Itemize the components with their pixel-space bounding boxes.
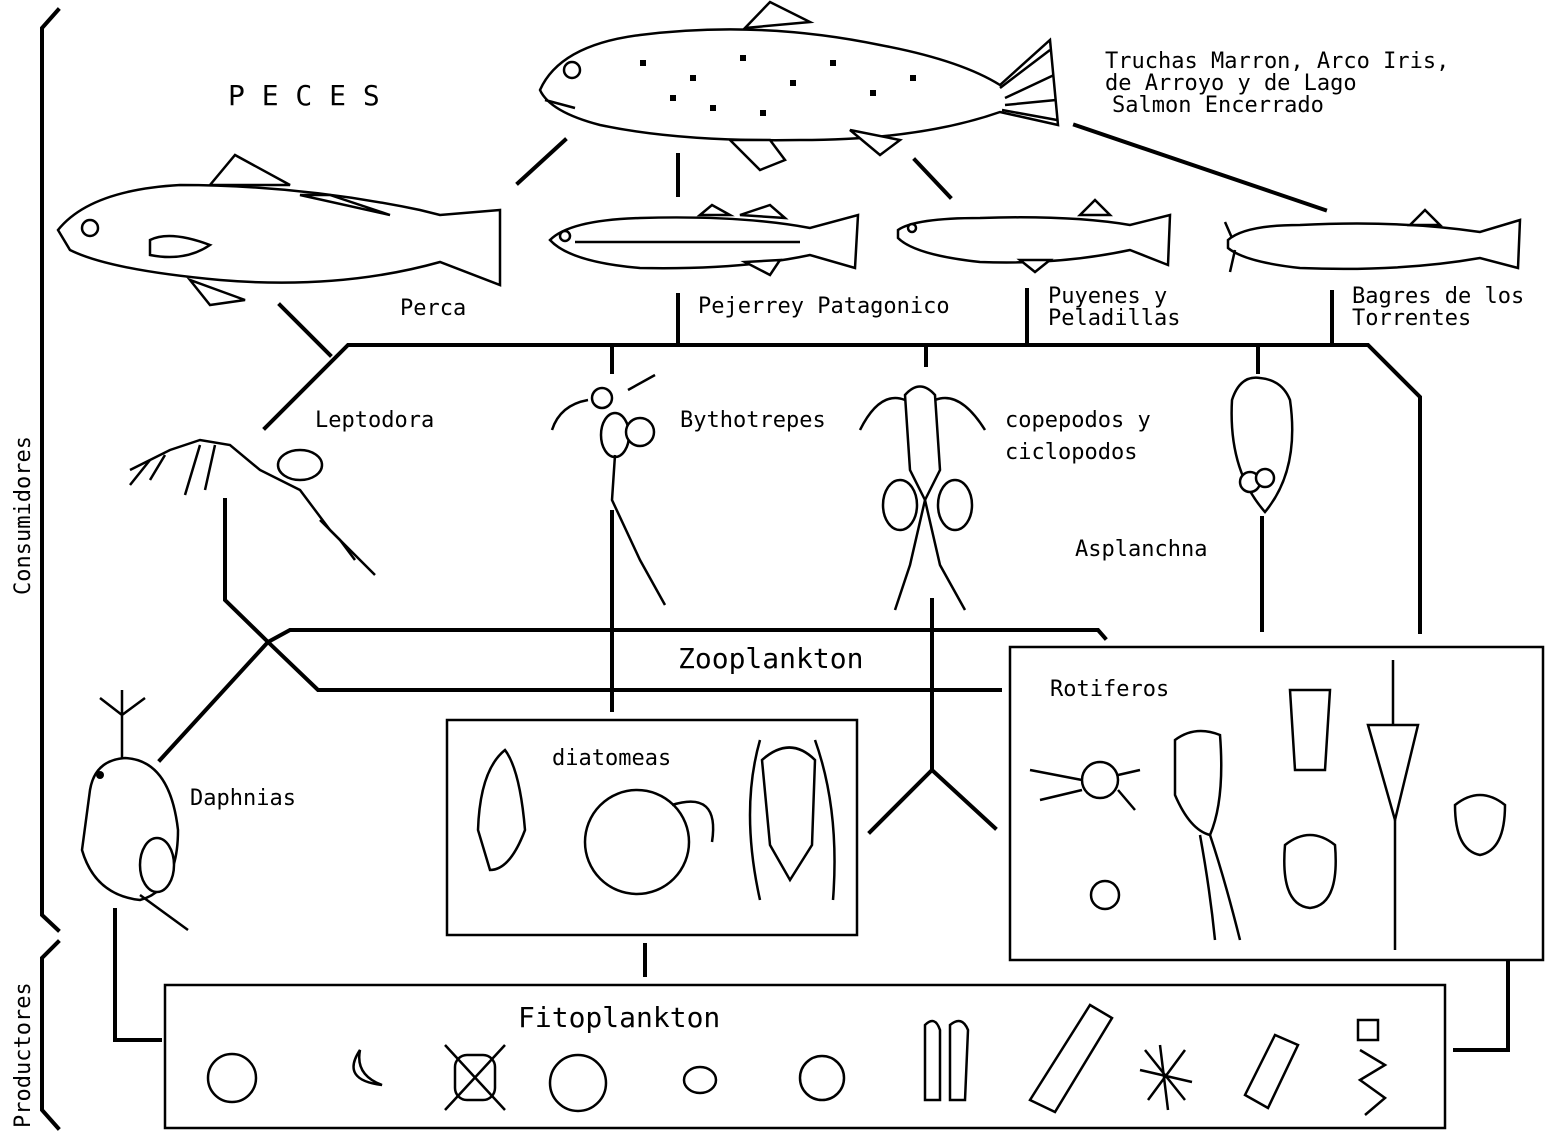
producers-label: Productores [11,982,36,1128]
rotifers-label: Rotiferos [1050,677,1169,702]
copepods-label-line2: ciclopodos [1005,440,1137,465]
zooplankton-title: Zooplankton [678,642,863,675]
catfish-illustration [1225,210,1520,272]
silverside-illustration [550,205,858,275]
copepods-label-line1: copepodos y [1005,408,1151,433]
perch-label: Perca [400,296,466,321]
bythotrephes-illustration [552,375,665,605]
top-predator-label-line3: Salmon Encerrado [1112,93,1324,118]
leptodora-label: Leptodora [315,408,434,433]
leptodora-illustration [130,440,375,575]
silverside-label: Pejerrey Patagonico [698,294,950,319]
phytoplankton-title: Fitoplankton [518,1001,720,1034]
daphnia-label: Daphnias [190,786,296,811]
consumers-brace [42,10,58,930]
daphnia-illustration [82,690,188,930]
perch-illustration [58,155,500,305]
producers-brace [42,942,58,1128]
asplanchna-label: Asplanchna [1075,537,1207,562]
puyenes-illustration [898,200,1170,272]
trout-illustration [540,2,1058,170]
catfish-label-line2: Torrentes [1352,306,1471,331]
copepod-illustration [860,387,985,611]
small-crustaceans-label: diatomeas [552,746,671,771]
phytoplankton-box [165,985,1445,1128]
puyenes-label-line2: Peladillas [1048,306,1180,331]
asplanchna-illustration [1232,378,1293,512]
bythotrephes-label: Bythotrepes [680,408,826,433]
consumers-label: Consumidores [11,436,36,595]
fish-group-title: P E C E S [228,79,380,112]
